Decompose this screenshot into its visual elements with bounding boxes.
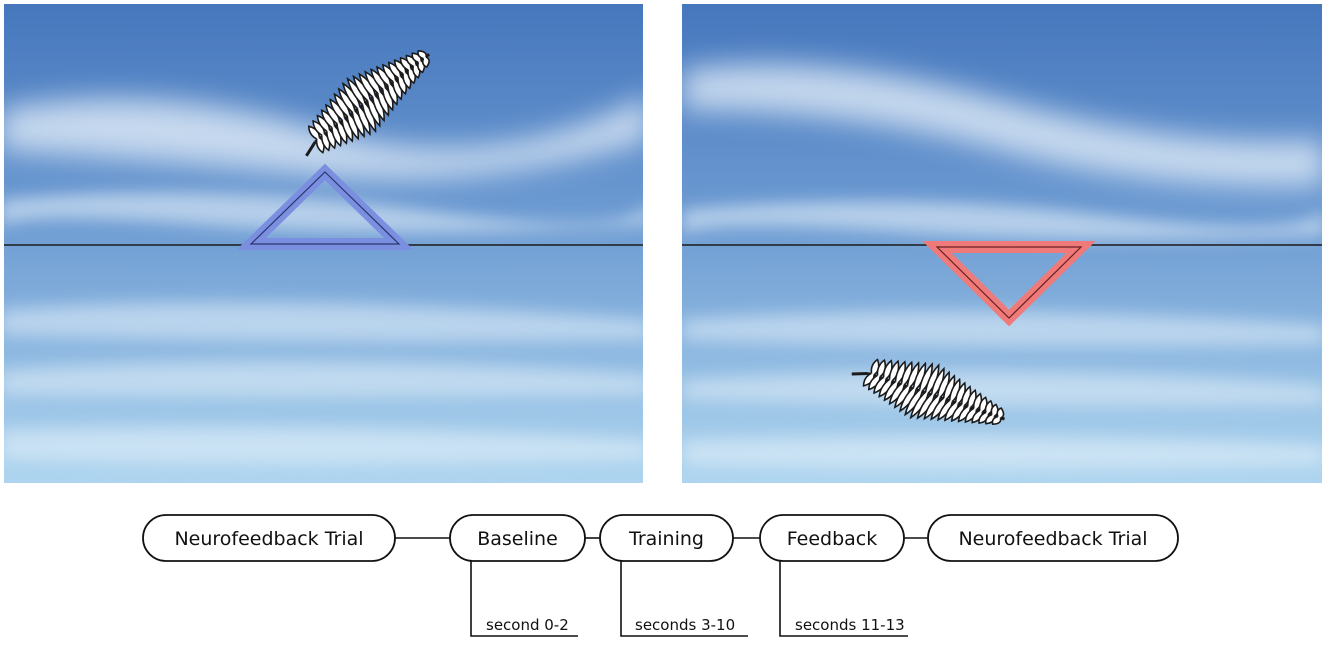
cloud-streaks <box>682 64 1322 470</box>
node-label: Baseline <box>477 528 558 550</box>
node-label: Feedback <box>787 528 877 550</box>
timeline-node-baseline: Baseline <box>449 514 586 562</box>
timeline-node-training: Training <box>599 514 734 562</box>
trial-timeline: Neurofeedback Trial Baseline Training Fe… <box>142 514 1179 637</box>
duration-baseline: second 0-2 <box>470 561 578 637</box>
timeline-node-feedback: Feedback <box>759 514 905 562</box>
node-label: Neurofeedback Trial <box>958 528 1147 550</box>
fern-leaf-icon <box>851 358 1005 426</box>
duration-label: seconds 3-10 <box>635 616 735 634</box>
duration-label: seconds 11-13 <box>795 616 905 634</box>
timeline-node-trial-next: Neurofeedback Trial <box>927 514 1179 562</box>
node-label: Neurofeedback Trial <box>174 528 363 550</box>
node-label: Training <box>628 528 704 550</box>
timeline-node-trial-start: Neurofeedback Trial <box>142 514 396 562</box>
left-panel <box>4 4 643 483</box>
fern-leaf-icon <box>305 50 431 157</box>
duration-training: seconds 3-10 <box>620 561 748 637</box>
duration-label: second 0-2 <box>486 616 569 634</box>
right-panel <box>682 4 1322 483</box>
duration-feedback: seconds 11-13 <box>779 561 908 637</box>
